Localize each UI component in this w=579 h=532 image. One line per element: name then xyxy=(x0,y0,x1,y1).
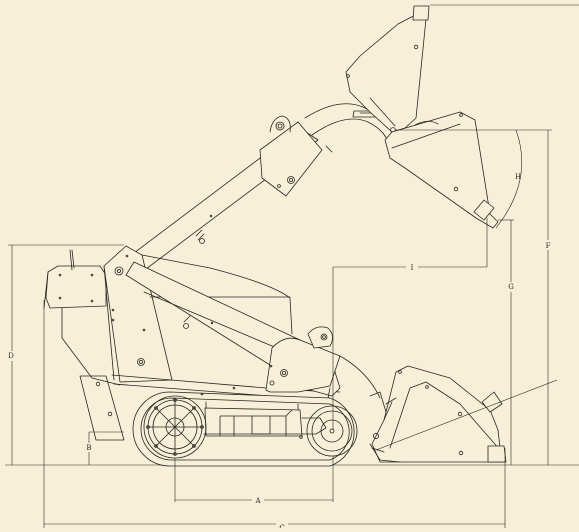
dimension-lines xyxy=(8,4,579,528)
raised-bucket-dumping xyxy=(384,111,499,229)
lowered-bucket xyxy=(369,365,507,463)
label-h: H xyxy=(515,173,521,181)
drive-sprocket xyxy=(143,395,207,459)
dimension-h-arc xyxy=(495,129,522,229)
label-b: B xyxy=(86,444,91,452)
label-g: G xyxy=(508,283,514,291)
lowered-lift-arm xyxy=(125,261,381,399)
raised-lift-arm xyxy=(121,115,323,276)
label-i: I xyxy=(411,264,414,272)
label-d: D xyxy=(8,352,14,360)
bucket-angle-line xyxy=(375,379,558,451)
label-c: C xyxy=(279,524,284,528)
label-a: A xyxy=(254,497,261,505)
main-frame xyxy=(103,245,173,383)
raised-arm-linkage xyxy=(304,103,393,153)
track-assembly xyxy=(132,386,358,467)
label-f: F xyxy=(546,242,551,250)
idler-wheel xyxy=(306,405,358,457)
